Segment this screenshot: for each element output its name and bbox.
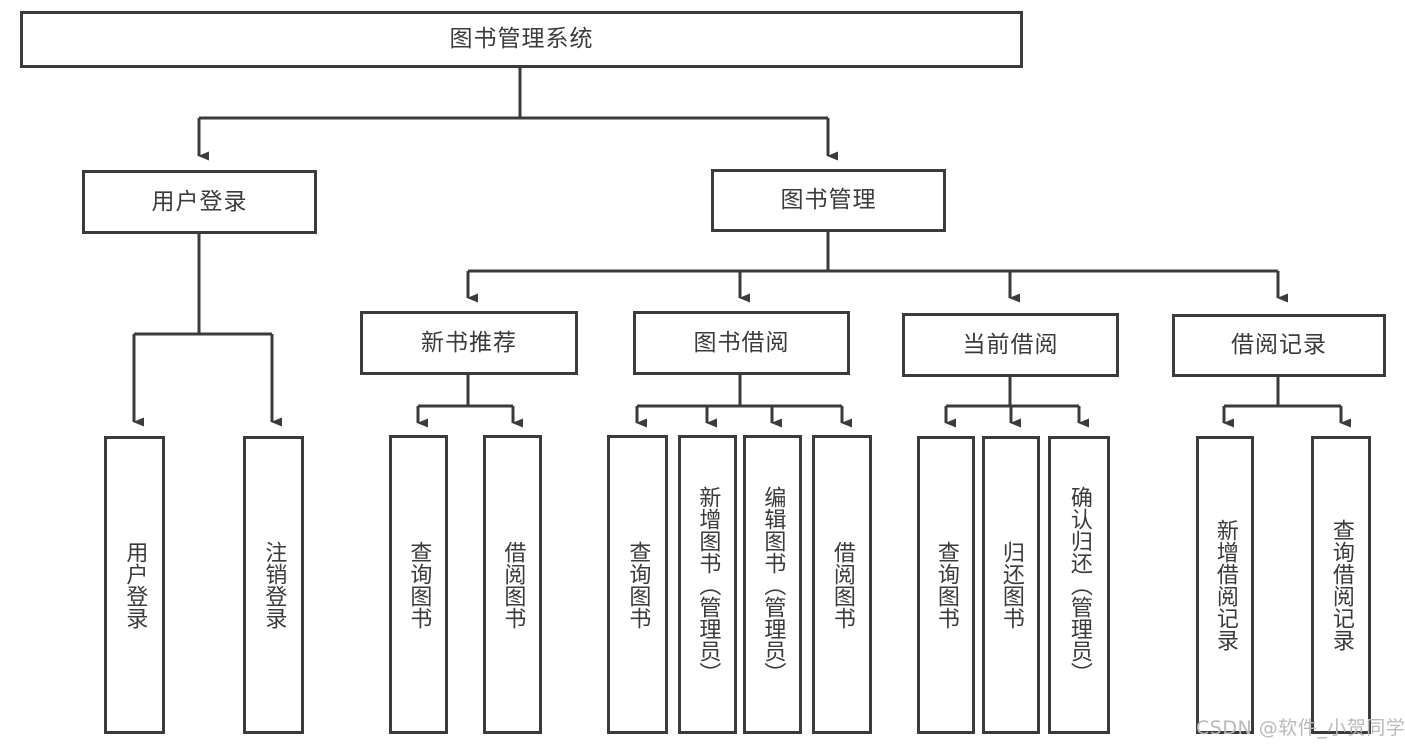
leaf-label: 注销登录: [261, 541, 287, 629]
node-label: 用户登录: [151, 188, 248, 215]
leaf-confirm-return-admin[interactable]: 确认归还（管理员）: [1048, 436, 1110, 734]
node-label: 图书管理: [780, 187, 877, 214]
leaf-label: 编辑图书（管理员）: [760, 485, 786, 684]
leaf-edit-book-admin[interactable]: 编辑图书（管理员）: [743, 435, 802, 734]
node-label: 借阅记录: [1231, 332, 1327, 359]
leaf-label: 查询图书: [933, 541, 959, 629]
leaf-add-borrow-record[interactable]: 新增借阅记录: [1196, 436, 1254, 734]
node-borrow-record[interactable]: 借阅记录: [1172, 314, 1386, 377]
leaf-label: 新增图书（管理员）: [695, 485, 721, 684]
leaf-label: 归还图书: [998, 541, 1024, 629]
leaf-user-login[interactable]: 用户登录: [104, 436, 165, 734]
leaf-label: 确认归还（管理员）: [1066, 486, 1092, 684]
node-user-login[interactable]: 用户登录: [82, 170, 317, 234]
leaf-return-book[interactable]: 归还图书: [982, 436, 1040, 734]
leaf-label: 查询图书: [406, 540, 432, 629]
node-label: 图书管理系统: [449, 26, 594, 53]
leaf-label: 查询图书: [625, 540, 651, 629]
leaf-query-borrow-record[interactable]: 查询借阅记录: [1311, 436, 1371, 734]
leaf-label: 查询借阅记录: [1328, 519, 1354, 651]
watermark-text: CSDN @软件_小贺同学: [1196, 717, 1405, 739]
node-new-book-recommend[interactable]: 新书推荐: [360, 311, 578, 375]
leaf-label: 新增借阅记录: [1212, 519, 1238, 651]
leaf-label: 用户登录: [122, 541, 148, 629]
node-label: 图书借阅: [693, 329, 790, 356]
node-label: 当前借阅: [962, 331, 1059, 358]
leaf-logout-login[interactable]: 注销登录: [243, 436, 304, 734]
leaf-label: 借阅图书: [500, 540, 526, 629]
node-label: 新书推荐: [421, 329, 517, 356]
leaf-query-book-current[interactable]: 查询图书: [917, 436, 975, 734]
leaf-borrow-book-new[interactable]: 借阅图书: [483, 435, 542, 734]
node-root-system[interactable]: 图书管理系统: [20, 11, 1023, 68]
leaf-query-book-new[interactable]: 查询图书: [389, 435, 448, 734]
node-current-borrow[interactable]: 当前借阅: [902, 313, 1119, 377]
leaf-query-book-borrow[interactable]: 查询图书: [607, 435, 668, 734]
leaf-borrow-book-borrow[interactable]: 借阅图书: [812, 435, 872, 734]
leaf-add-book-admin[interactable]: 新增图书（管理员）: [678, 435, 737, 734]
node-book-borrow[interactable]: 图书借阅: [633, 311, 850, 375]
node-book-manage[interactable]: 图书管理: [711, 169, 946, 232]
leaf-label: 借阅图书: [829, 540, 855, 629]
